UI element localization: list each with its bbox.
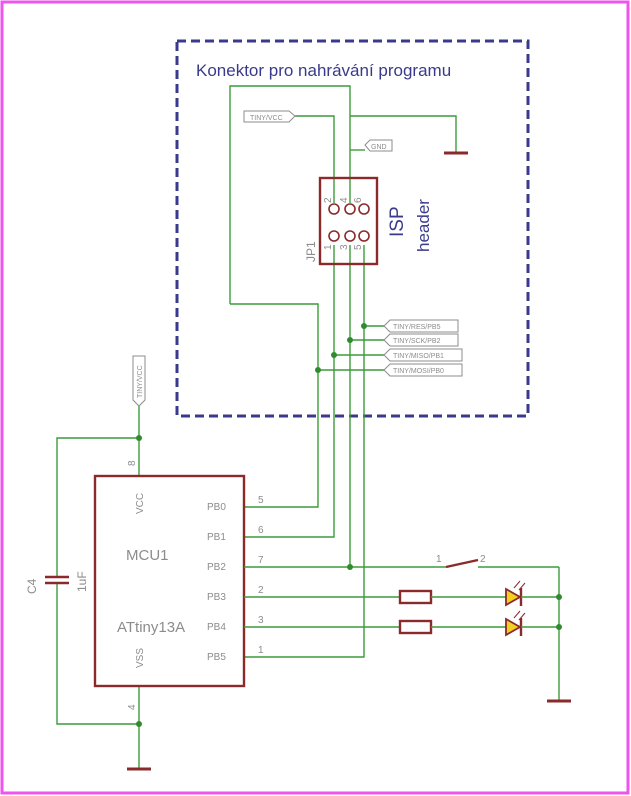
connector-box xyxy=(175,39,530,418)
isp-title-line1: ISP xyxy=(387,206,408,237)
mcu-pin-num-pb3: 2 xyxy=(258,585,264,596)
netlabel-res: TINY/RES/PB5 xyxy=(383,319,459,333)
mcu-pin-num-pb0: 5 xyxy=(258,495,264,506)
mcu-pin-name-pb3: PB3 xyxy=(207,592,226,603)
led-pb4 xyxy=(505,617,522,637)
mcu-pin-num-pb4: 3 xyxy=(258,615,264,626)
resistor-pb3 xyxy=(398,589,433,605)
junction-miso xyxy=(331,352,337,358)
led-pb3 xyxy=(505,587,522,607)
junction-mosi xyxy=(315,367,321,373)
mcu-pin-num-pb5: 1 xyxy=(258,645,264,656)
netlabel-tinyvcc-mcu: TINY/VCC xyxy=(132,355,146,407)
capacitor-ref: C4 xyxy=(25,578,39,594)
wire-tinyvcc-label xyxy=(295,115,335,203)
netlabel-gnd: GND xyxy=(364,139,393,152)
mcu-vss-pin-number: 4 xyxy=(127,704,138,710)
netlabel-miso: TINY/MISO/PB1 xyxy=(383,348,463,362)
led-pb3-light-arrows xyxy=(513,580,526,591)
wire-pb0 xyxy=(230,303,319,508)
mcu-vcc-pin-number: 8 xyxy=(127,460,138,466)
netlabel-sck: TINY/SCK/PB2 xyxy=(383,333,459,347)
connector-title: Konektor pro nahrávání programu xyxy=(196,61,451,80)
junction-vss xyxy=(136,721,142,727)
switch-pin-2: 2 xyxy=(480,554,486,565)
mcu-value: ATtiny13A xyxy=(117,619,185,636)
mcu-pin-name-pb2: PB2 xyxy=(207,562,226,573)
led-pb4-light-arrows xyxy=(513,610,526,621)
isp-header-body xyxy=(318,176,379,266)
junction-sck xyxy=(347,337,353,343)
isp-header-pads xyxy=(328,203,370,242)
isp-pin-5: 5 xyxy=(353,244,364,250)
junction-led-pb4 xyxy=(556,624,562,630)
mcu-vcc-label: VCC xyxy=(135,493,146,514)
svg-text:TINY/MISO/PB1: TINY/MISO/PB1 xyxy=(393,353,444,360)
wire-cap-bottom xyxy=(56,583,139,725)
isp-pin-6: 6 xyxy=(353,197,364,203)
junction-pb2 xyxy=(347,564,353,570)
wire-pb5 xyxy=(244,245,365,658)
mcu-pin-num-pb2: 7 xyxy=(258,555,264,566)
junction-res xyxy=(361,323,367,329)
wire-isp-vcc-loop xyxy=(229,85,351,304)
mcu-vss-label: VSS xyxy=(135,648,146,668)
isp-pin-1: 1 xyxy=(323,244,334,250)
svg-text:TINY/SCK/PB2: TINY/SCK/PB2 xyxy=(393,338,441,345)
switch-pin-1: 1 xyxy=(436,554,442,565)
wire-pb1 xyxy=(244,245,335,538)
svg-text:TINY/MOSI/PB0: TINY/MOSI/PB0 xyxy=(393,368,444,375)
isp-pin-2: 2 xyxy=(323,197,334,203)
isp-title-line2: header xyxy=(414,199,433,252)
isp-pin-4: 4 xyxy=(339,197,350,203)
mcu-pin-name-pb4: PB4 xyxy=(207,622,226,633)
netlabel-tinyvcc-connector: TINY/VCC xyxy=(243,110,296,123)
isp-ref: JP1 xyxy=(304,241,318,262)
svg-text:TINY/VCC: TINY/VCC xyxy=(250,115,283,122)
wire-cap-top xyxy=(56,437,139,577)
switch-blade xyxy=(445,558,479,569)
svg-text:GND: GND xyxy=(371,144,387,151)
svg-text:TINY/VCC: TINY/VCC xyxy=(137,365,144,398)
junction-vcc xyxy=(136,435,142,441)
mcu-pin-name-pb0: PB0 xyxy=(207,502,226,513)
mcu-body xyxy=(93,474,246,688)
mcu-pin-name-pb1: PB1 xyxy=(207,532,226,543)
svg-text:TINY/RES/PB5: TINY/RES/PB5 xyxy=(393,324,441,331)
resistor-pb4 xyxy=(398,619,433,635)
netlabel-mosi: TINY/MOSI/PB0 xyxy=(383,363,463,377)
junction-led-pb3 xyxy=(556,594,562,600)
wire-isp-gnd xyxy=(350,115,457,152)
mcu-ref: MCU1 xyxy=(126,547,169,564)
isp-pin-3: 3 xyxy=(339,244,350,250)
mcu-pin-num-pb1: 6 xyxy=(258,525,264,536)
capacitor-value: 1uF xyxy=(75,571,89,592)
mcu-pin-name-pb5: PB5 xyxy=(207,652,226,663)
